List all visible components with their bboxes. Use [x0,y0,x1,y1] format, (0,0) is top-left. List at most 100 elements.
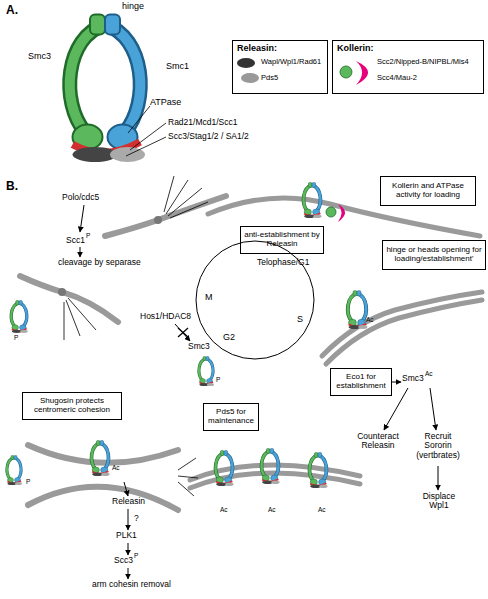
process-label: arm cohesin removal [92,580,171,589]
cohesin-ring [216,449,328,488]
cohesin-ring [7,441,110,485]
part-name: Scc3/Stag1/2 / SA1/2 [168,132,249,141]
acetyl-mark: Ac [366,316,374,323]
chromatid [20,196,226,322]
arrow [175,324,190,341]
enzyme-label: Releasin [112,497,145,506]
legend-box: Kollerin:Scc2/Nipped-B/NIPBL/Mis4Scc4/Ma… [332,40,484,94]
arrow [124,482,128,496]
kollerin-symbol [326,207,336,217]
releasin-symbol [237,58,255,68]
process-label: cleavage by separase [58,258,141,267]
process-box: hinge or heads opening for loading/estab… [382,240,486,270]
circle-outline [196,241,314,359]
releasin-symbol [241,73,259,83]
kollerin-symbol [326,204,345,222]
phospho-mark: P [26,478,30,485]
legend-text: Scc2/Nipped-B/NIPBL/Mis4 [377,58,469,66]
part-name: Rad21/Mcd1/Scc1 [168,118,237,127]
protein-label: Scc3 [114,556,133,565]
enzyme-label: Hos1/HDAC8 [140,312,191,321]
enzyme-label: PLK1 [116,531,137,540]
legend-text: Scc4/Mau-2 [377,74,417,82]
arrow [430,388,436,430]
legend-text: Wapl/Wpl1/Rad61 [261,58,321,66]
spindle-line [170,202,208,218]
leader-line [128,106,150,133]
process-label: Displace Wpl1 [414,492,464,511]
chromatid [28,487,178,510]
cohesin-ring [348,291,368,329]
part-name: ATPase [150,98,181,108]
box-text: Eco1 for establishment [333,373,389,391]
spindle-line [66,300,80,336]
cohesin-ring [304,183,322,218]
box-text: Shugosin protects centromeric cohesion [25,397,119,415]
centromere [154,216,162,224]
kollerin-symbol [340,61,368,85]
spindle-line [68,298,96,330]
spindle-line [178,482,194,496]
process-label: Counteract Releasin [352,432,404,451]
panel-label: A. [6,4,18,17]
centromere [58,288,66,296]
cohesin-ring [199,357,214,387]
arrow [392,382,401,383]
spindle-line [178,458,196,470]
legend-box: Releasin:Wapl/Wpl1/Rad61Pds5 [232,40,328,94]
box-text: Kollerin and ATPase activity for loading [383,182,473,200]
process-label: Recruit Sororin (vertbrates) [410,432,466,460]
kollerin-symbol [356,61,368,85]
phase-label: S [297,314,303,324]
protein-label: Smc3 [188,342,210,351]
cohesin-ring [262,449,280,484]
cohesin-ring [92,441,110,476]
acetyl-mark: Ac [268,506,276,513]
cohesin-ring [11,301,28,333]
process-box: Kollerin and ATPase activity for loading [380,176,476,206]
kollerin-symbol [338,204,345,222]
phospho-mark: P [86,232,90,239]
legend-text: Pds5 [261,74,278,82]
arrow [80,205,84,257]
question-mark: ? [134,514,139,523]
cohesin-ring [199,357,214,387]
cohesin-ring [216,451,234,486]
cell-cycle-circle: Telophase/G1SG2M [195,240,315,360]
arrow [175,324,190,341]
part-name: hinge [122,2,144,12]
cohesin-ring [70,15,145,163]
cohesin-ring [7,456,22,486]
phospho-mark: P [134,552,138,559]
arrow [80,205,84,232]
arrow [80,247,81,257]
acetyl-mark: Ac [220,506,228,513]
spindle-line [64,302,65,340]
part-name: Smc3 [28,52,51,62]
cohesin-ring [348,291,368,329]
spindle-line [164,176,174,212]
protein-label: Scc1 [66,236,85,245]
releasin-symbol [237,58,259,83]
chromatin-strand [322,292,482,364]
box-text: hinge or heads opening for loading/estab… [385,246,483,264]
arrow [128,568,129,579]
phase-label: M [205,292,213,302]
spindle-line [178,458,198,496]
protein-label: Smc3 [402,374,424,383]
cohesin-ring [70,15,145,163]
process-box: Pds5 for maintenance [203,403,259,431]
process-box: Eco1 for establishment [330,368,392,396]
acetyl-mark: Ac [112,464,120,471]
box-text: Pds5 for maintenance [206,408,256,426]
arrow [128,543,129,555]
part-name: Smc1 [166,62,189,72]
panel-label: B. [6,180,18,193]
process-box: anti-establishment by Releasin [240,226,324,254]
acetyl-mark: Ac [318,506,326,513]
arrow [438,466,439,490]
chromatid [28,445,178,463]
leader-line [126,137,166,156]
